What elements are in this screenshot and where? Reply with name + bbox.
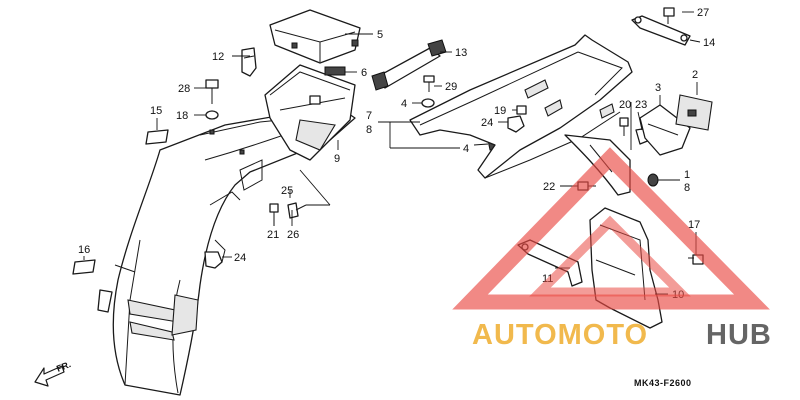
strap-13 xyxy=(371,39,447,91)
callout-8: 8 xyxy=(366,124,372,136)
bolt-19 xyxy=(516,105,527,115)
battery-tray xyxy=(239,64,356,191)
callout-18: 18 xyxy=(176,110,188,122)
label-15 xyxy=(145,129,169,145)
watermark-text-dark: HUB xyxy=(706,319,772,351)
grommet-1-8 xyxy=(647,173,659,187)
callout-24-lower: 24 xyxy=(234,252,246,264)
front-direction-label: FR. xyxy=(55,359,72,374)
nut-24-upper xyxy=(507,115,525,133)
callout-2: 2 xyxy=(692,69,698,81)
callout-17: 17 xyxy=(688,219,700,231)
callout-3: 3 xyxy=(655,82,661,94)
callout-6: 6 xyxy=(361,67,367,79)
front-direction-arrow: FR. xyxy=(34,359,72,387)
screw-27 xyxy=(663,7,675,24)
clip-25-26 xyxy=(287,202,307,219)
watermark-text-orange: AUTOMOTO xyxy=(472,319,648,351)
callout-24-upper: 24 xyxy=(481,117,493,129)
callout-4-upper: 4 xyxy=(401,98,407,110)
callout-29: 29 xyxy=(445,81,457,93)
watermark-logo: AUTOMOTO HUB xyxy=(452,147,772,351)
callout-9: 9 xyxy=(334,153,340,165)
callout-27: 27 xyxy=(697,7,709,19)
watermark-triangle xyxy=(452,147,770,310)
callout-12: 12 xyxy=(212,51,224,63)
washer-18 xyxy=(205,110,219,120)
cushion-6 xyxy=(324,66,346,76)
callout-1: 1 xyxy=(684,169,690,181)
diagram-code: MK43-F2600 xyxy=(634,378,692,388)
callout-13: 13 xyxy=(455,47,467,59)
callout-4-lower: 4 xyxy=(463,143,469,155)
callout-28: 28 xyxy=(178,83,190,95)
callout-22: 22 xyxy=(543,181,555,193)
callout-25: 25 xyxy=(281,185,293,197)
clip-12 xyxy=(241,47,257,77)
callout-5: 5 xyxy=(377,29,383,41)
stay-14 xyxy=(631,15,691,46)
callout-23: 23 xyxy=(635,99,647,111)
bolt-28 xyxy=(205,79,219,104)
rear-fender xyxy=(97,107,356,396)
callout-26: 26 xyxy=(287,229,299,241)
callout-8-right: 8 xyxy=(684,182,690,194)
fuse-box-cover xyxy=(269,9,361,64)
callout-15: 15 xyxy=(150,105,162,117)
callout-20: 20 xyxy=(619,99,631,111)
bolt-20 xyxy=(619,117,629,136)
screw-29 xyxy=(423,75,435,92)
callout-7: 7 xyxy=(366,110,372,122)
grommet-4-upper xyxy=(421,98,435,108)
label-16 xyxy=(72,259,96,275)
reflector-2 xyxy=(675,94,713,131)
callout-14: 14 xyxy=(703,37,715,49)
callout-16: 16 xyxy=(78,244,90,256)
nut-24-lower xyxy=(204,251,223,269)
callout-21: 21 xyxy=(267,229,279,241)
callout-19: 19 xyxy=(494,105,506,117)
